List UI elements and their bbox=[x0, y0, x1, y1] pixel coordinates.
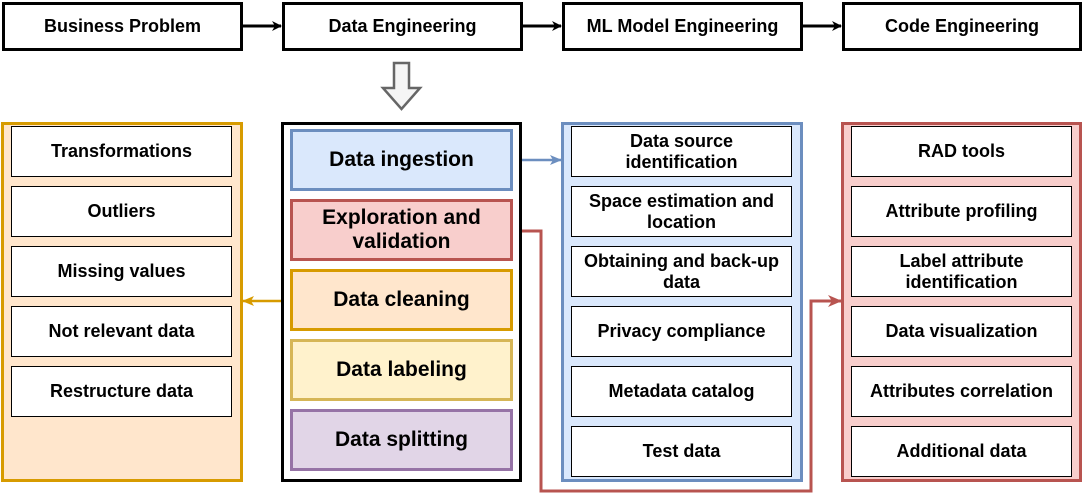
arrow-exploration-to-panel bbox=[512, 229, 842, 493]
pipeline-data-engineering[interactable]: Data Engineering bbox=[282, 2, 523, 51]
cleaning-panel bbox=[1, 122, 243, 482]
exploration-item[interactable]: Additional data bbox=[851, 426, 1072, 477]
stage-exploration-validation[interactable]: Exploration and validation bbox=[290, 199, 513, 261]
ingestion-item[interactable]: Space estimation and location bbox=[571, 186, 792, 237]
cleaning-item[interactable]: Outliers bbox=[11, 186, 232, 237]
stage-data-cleaning[interactable]: Data cleaning bbox=[290, 269, 513, 331]
ingestion-item[interactable]: Metadata catalog bbox=[571, 366, 792, 417]
cleaning-item[interactable]: Restructure data bbox=[11, 366, 232, 417]
ingestion-item[interactable]: Privacy compliance bbox=[571, 306, 792, 357]
exploration-item[interactable]: Attributes correlation bbox=[851, 366, 1072, 417]
cleaning-item[interactable]: Not relevant data bbox=[11, 306, 232, 357]
pipeline-ml-model-engineering[interactable]: ML Model Engineering bbox=[562, 2, 803, 51]
ingestion-item[interactable]: Test data bbox=[571, 426, 792, 477]
ingestion-item[interactable]: Obtaining and back-up data bbox=[571, 246, 792, 297]
cleaning-item[interactable]: Missing values bbox=[11, 246, 232, 297]
exploration-item[interactable]: Label attribute identification bbox=[851, 246, 1072, 297]
exploration-item[interactable]: RAD tools bbox=[851, 126, 1072, 177]
exploration-item[interactable]: Data visualization bbox=[851, 306, 1072, 357]
pipeline-code-engineering[interactable]: Code Engineering bbox=[842, 2, 1082, 51]
exploration-item[interactable]: Attribute profiling bbox=[851, 186, 1072, 237]
ingestion-panel bbox=[561, 122, 803, 482]
stage-data-labeling[interactable]: Data labeling bbox=[290, 339, 513, 401]
pipeline-business-problem[interactable]: Business Problem bbox=[2, 2, 243, 51]
hollow-down-arrow-icon bbox=[380, 61, 423, 111]
exploration-panel bbox=[841, 122, 1082, 482]
ingestion-item[interactable]: Data source identification bbox=[571, 126, 792, 177]
stage-data-splitting[interactable]: Data splitting bbox=[290, 409, 513, 471]
stage-data-ingestion[interactable]: Data ingestion bbox=[290, 129, 513, 191]
cleaning-item[interactable]: Transformations bbox=[11, 126, 232, 177]
